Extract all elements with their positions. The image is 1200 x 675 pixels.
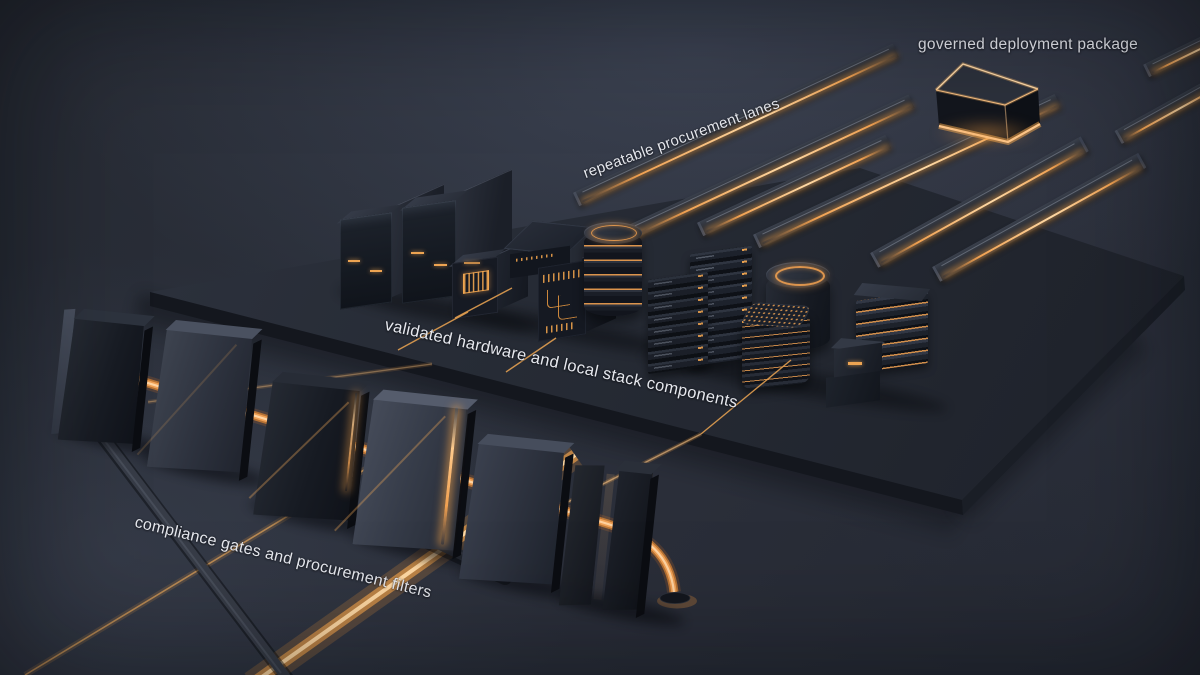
label-deployment-package: governed deployment package (918, 36, 1139, 53)
cube-underglow (934, 120, 1038, 146)
small-box-stack (824, 338, 900, 408)
floor-glow-line (23, 427, 432, 675)
compliance-gate (333, 389, 478, 560)
tube-end-disc (659, 592, 691, 604)
compliance-gate (249, 371, 372, 530)
chip-module (448, 240, 536, 324)
compliance-gate (559, 460, 662, 619)
compliance-gate (136, 319, 264, 481)
server-tower (400, 169, 528, 304)
compliance-gate (459, 433, 576, 593)
server-tower (336, 183, 460, 311)
compliance-gate (51, 308, 154, 452)
connector-line (397, 287, 792, 435)
deployment-cube (928, 58, 1046, 154)
dark-pipe (93, 425, 293, 675)
disc-stack (584, 222, 646, 322)
